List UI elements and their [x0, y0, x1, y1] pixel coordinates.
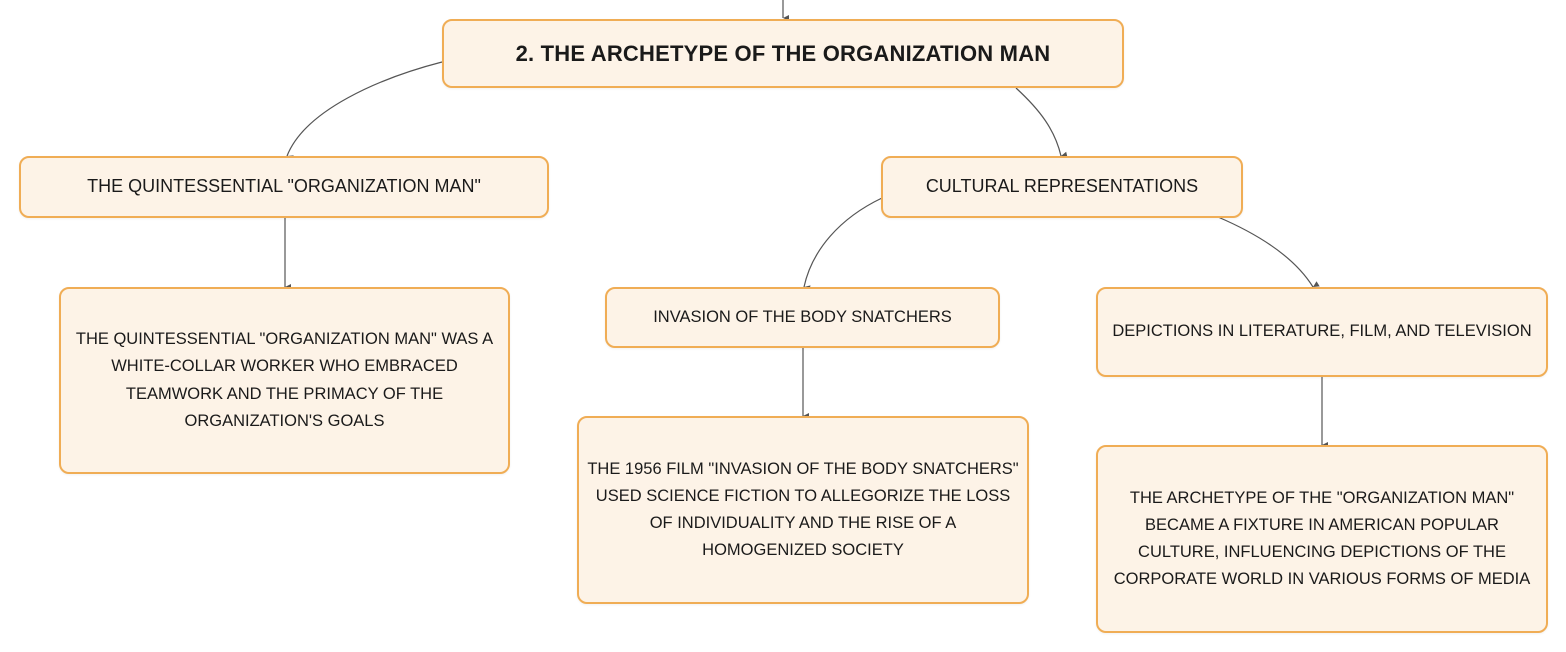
topic-node-cultural-representations[interactable]: CULTURAL REPRESENTATIONS — [881, 156, 1243, 218]
topic-node-quintessential[interactable]: THE QUINTESSENTIAL "ORGANIZATION MAN" — [19, 156, 549, 218]
subtopic-node-depictions[interactable]: DEPICTIONS IN LITERATURE, FILM, AND TELE… — [1096, 287, 1548, 377]
connector-cultural-to-depictions — [1217, 216, 1320, 288]
root-node-label: 2. THE ARCHETYPE OF THE ORGANIZATION MAN — [515, 40, 1051, 66]
topic-node-cultural-representations-label: CULTURAL REPRESENTATIONS — [925, 176, 1199, 197]
connector-cultural-to-invasion — [803, 197, 883, 292]
detail-node-invasion[interactable]: THE 1956 FILM "INVASION OF THE BODY SNAT… — [577, 416, 1029, 604]
detail-node-depictions-text: THE ARCHETYPE OF THE "ORGANIZATION MAN" … — [1113, 488, 1531, 589]
detail-node-depictions[interactable]: THE ARCHETYPE OF THE "ORGANIZATION MAN" … — [1096, 445, 1548, 633]
connector-root-to-quintessential — [286, 61, 443, 161]
topic-node-quintessential-label: THE QUINTESSENTIAL "ORGANIZATION MAN" — [87, 176, 481, 197]
subtopic-node-depictions-label: DEPICTIONS IN LITERATURE, FILM, AND TELE… — [1112, 322, 1532, 341]
detail-node-invasion-text: THE 1956 FILM "INVASION OF THE BODY SNAT… — [587, 459, 1019, 560]
subtopic-node-invasion[interactable]: INVASION OF THE BODY SNATCHERS — [605, 287, 1000, 348]
detail-node-quintessential[interactable]: THE QUINTESSENTIAL "ORGANIZATION MAN" WA… — [59, 287, 510, 474]
detail-node-quintessential-text: THE QUINTESSENTIAL "ORGANIZATION MAN" WA… — [75, 330, 494, 430]
connector-root-to-cultural — [1015, 87, 1068, 158]
subtopic-node-invasion-label: INVASION OF THE BODY SNATCHERS — [653, 307, 952, 326]
root-node[interactable]: 2. THE ARCHETYPE OF THE ORGANIZATION MAN — [442, 19, 1124, 88]
